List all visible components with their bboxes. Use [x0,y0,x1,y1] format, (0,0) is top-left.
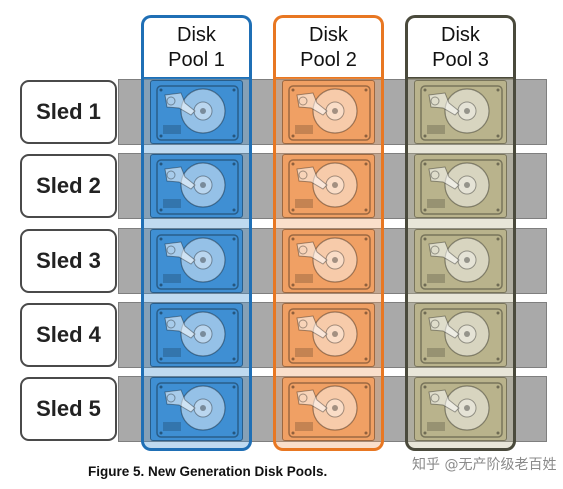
hard-drive-icon [282,229,375,293]
hard-drive-icon [150,303,243,367]
hard-drive-icon [414,80,507,144]
hard-drive-icon [282,303,375,367]
sled-label-3: Sled 3 [20,229,117,293]
sled-label-4: Sled 4 [20,303,117,367]
pool-header-line1: Disk [309,23,348,46]
sled-label-5: Sled 5 [20,377,117,441]
pool-header-2: Disk Pool 2 [273,15,384,79]
hard-drive-icon [414,377,507,441]
figure-caption: Figure 5. New Generation Disk Pools. [88,464,328,479]
hard-drive-icon [150,229,243,293]
hard-drive-icon [150,80,243,144]
pool-header-line1: Disk [177,23,216,46]
hard-drive-icon [282,80,375,144]
pool-header-1: Disk Pool 1 [141,15,252,79]
sled-label-2: Sled 2 [20,154,117,218]
hard-drive-icon [282,154,375,218]
pool-header-line2: Pool 3 [432,48,489,71]
sled-label-1: Sled 1 [20,80,117,144]
hard-drive-icon [150,377,243,441]
hard-drive-icon [414,229,507,293]
pool-header-line2: Pool 1 [168,48,225,71]
pool-header-line2: Pool 2 [300,48,357,71]
pool-header-line1: Disk [441,23,480,46]
hard-drive-icon [150,154,243,218]
hard-drive-icon [414,303,507,367]
hard-drive-icon [414,154,507,218]
hard-drive-icon [282,377,375,441]
pool-header-3: Disk Pool 3 [405,15,516,79]
watermark: 知乎 @无产阶级老百姓 [412,457,557,473]
